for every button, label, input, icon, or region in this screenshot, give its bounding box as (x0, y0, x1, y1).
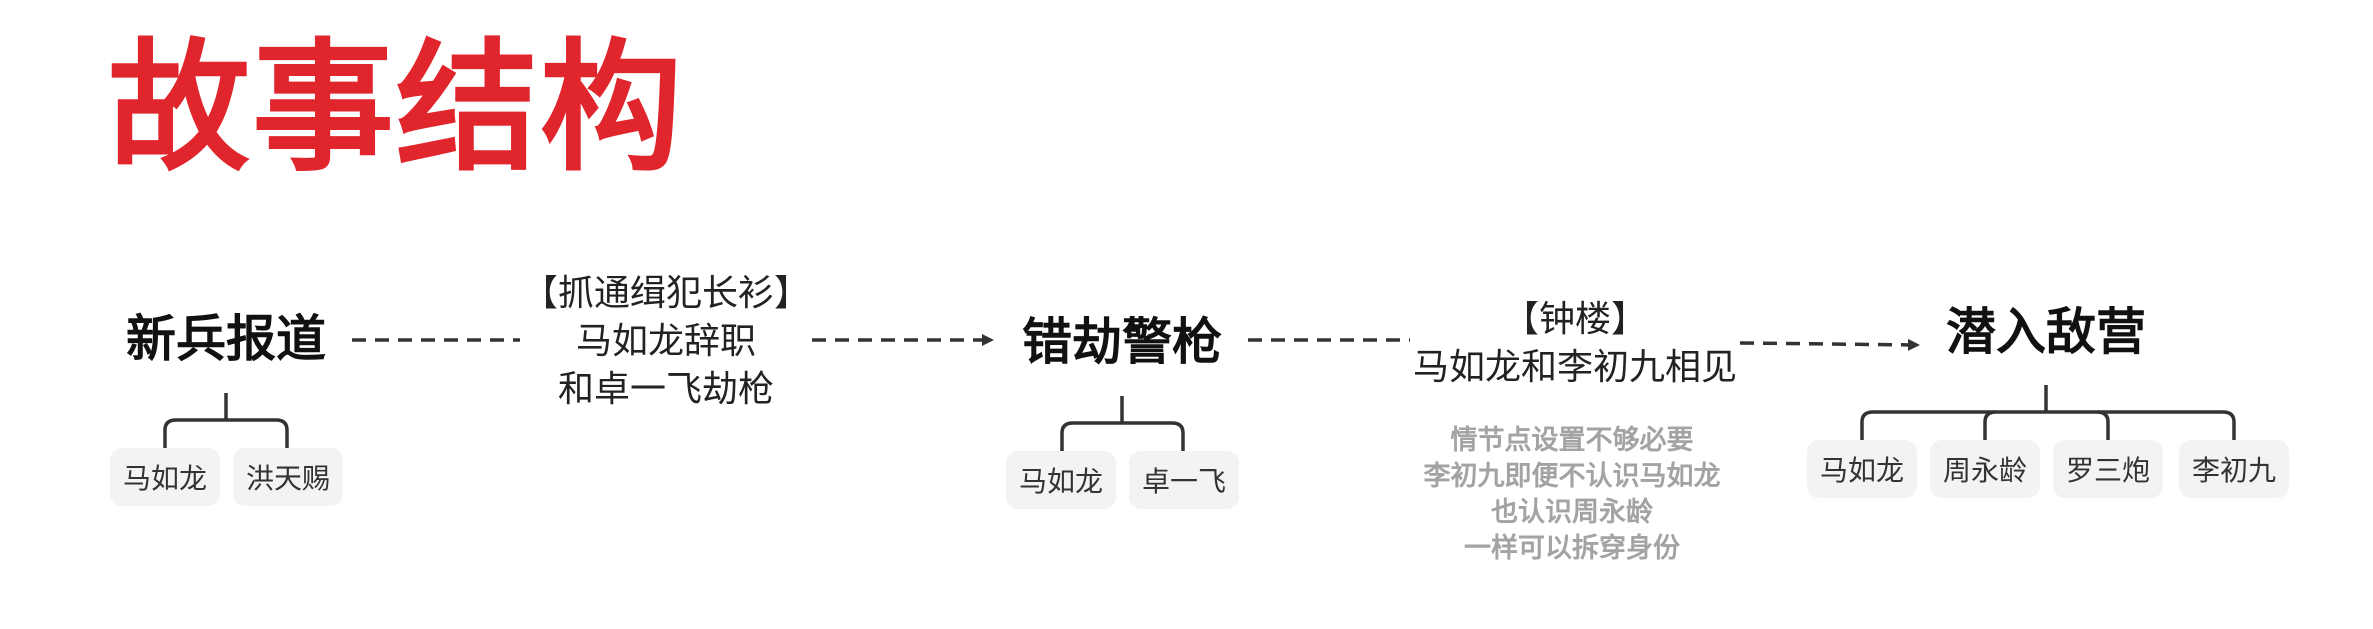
event-1-line-3: 和卓一飞劫枪 (557, 369, 775, 410)
character-chip: 卓一飞 (1129, 451, 1239, 509)
character-chip: 马如龙 (1006, 451, 1116, 509)
event-2: 【钟楼】 马如龙和李初九相见 (1413, 296, 1737, 392)
stage-title-2: 错劫警枪 (1022, 313, 1222, 371)
stage-title-1: 新兵报道 (126, 310, 326, 368)
character-chip: 罗三炮 (2053, 440, 2163, 498)
event-1: 【抓通缉犯长衫】 马如龙辞职 和卓一飞劫枪 (522, 270, 810, 414)
note-line-3: 也认识周永龄 (1491, 497, 1653, 528)
character-chip: 周永龄 (1930, 440, 2040, 498)
character-chip: 马如龙 (1807, 440, 1917, 498)
event-2-line-2: 马如龙和李初九相见 (1412, 347, 1738, 388)
bracket-stage-3 (1860, 385, 2236, 440)
annotation-note: 情节点设置不够必要 李初九即便不认识马如龙 也认识周永龄 一样可以拆穿身份 (1424, 423, 1721, 567)
character-chip: 马如龙 (110, 448, 220, 506)
note-line-4: 一样可以拆穿身份 (1464, 533, 1680, 564)
event-1-line-2: 马如龙辞职 (575, 321, 757, 362)
note-line-1: 情节点设置不够必要 (1450, 425, 1694, 456)
bracket-stage-2 (1060, 396, 1185, 451)
character-chip: 李初九 (2179, 440, 2289, 498)
event-2-line-1: 【钟楼】 (1502, 299, 1648, 340)
page-title: 故事结构 (108, 26, 684, 191)
event-1-line-1: 【抓通缉犯长衫】 (521, 273, 811, 314)
character-chip: 洪天赐 (233, 448, 343, 506)
note-line-2: 李初九即便不认识马如龙 (1423, 461, 1721, 492)
flow-arrow-2 (1739, 338, 1920, 351)
stage-title-3: 潜入敌营 (1946, 303, 2146, 361)
bracket-stage-1 (163, 393, 289, 448)
